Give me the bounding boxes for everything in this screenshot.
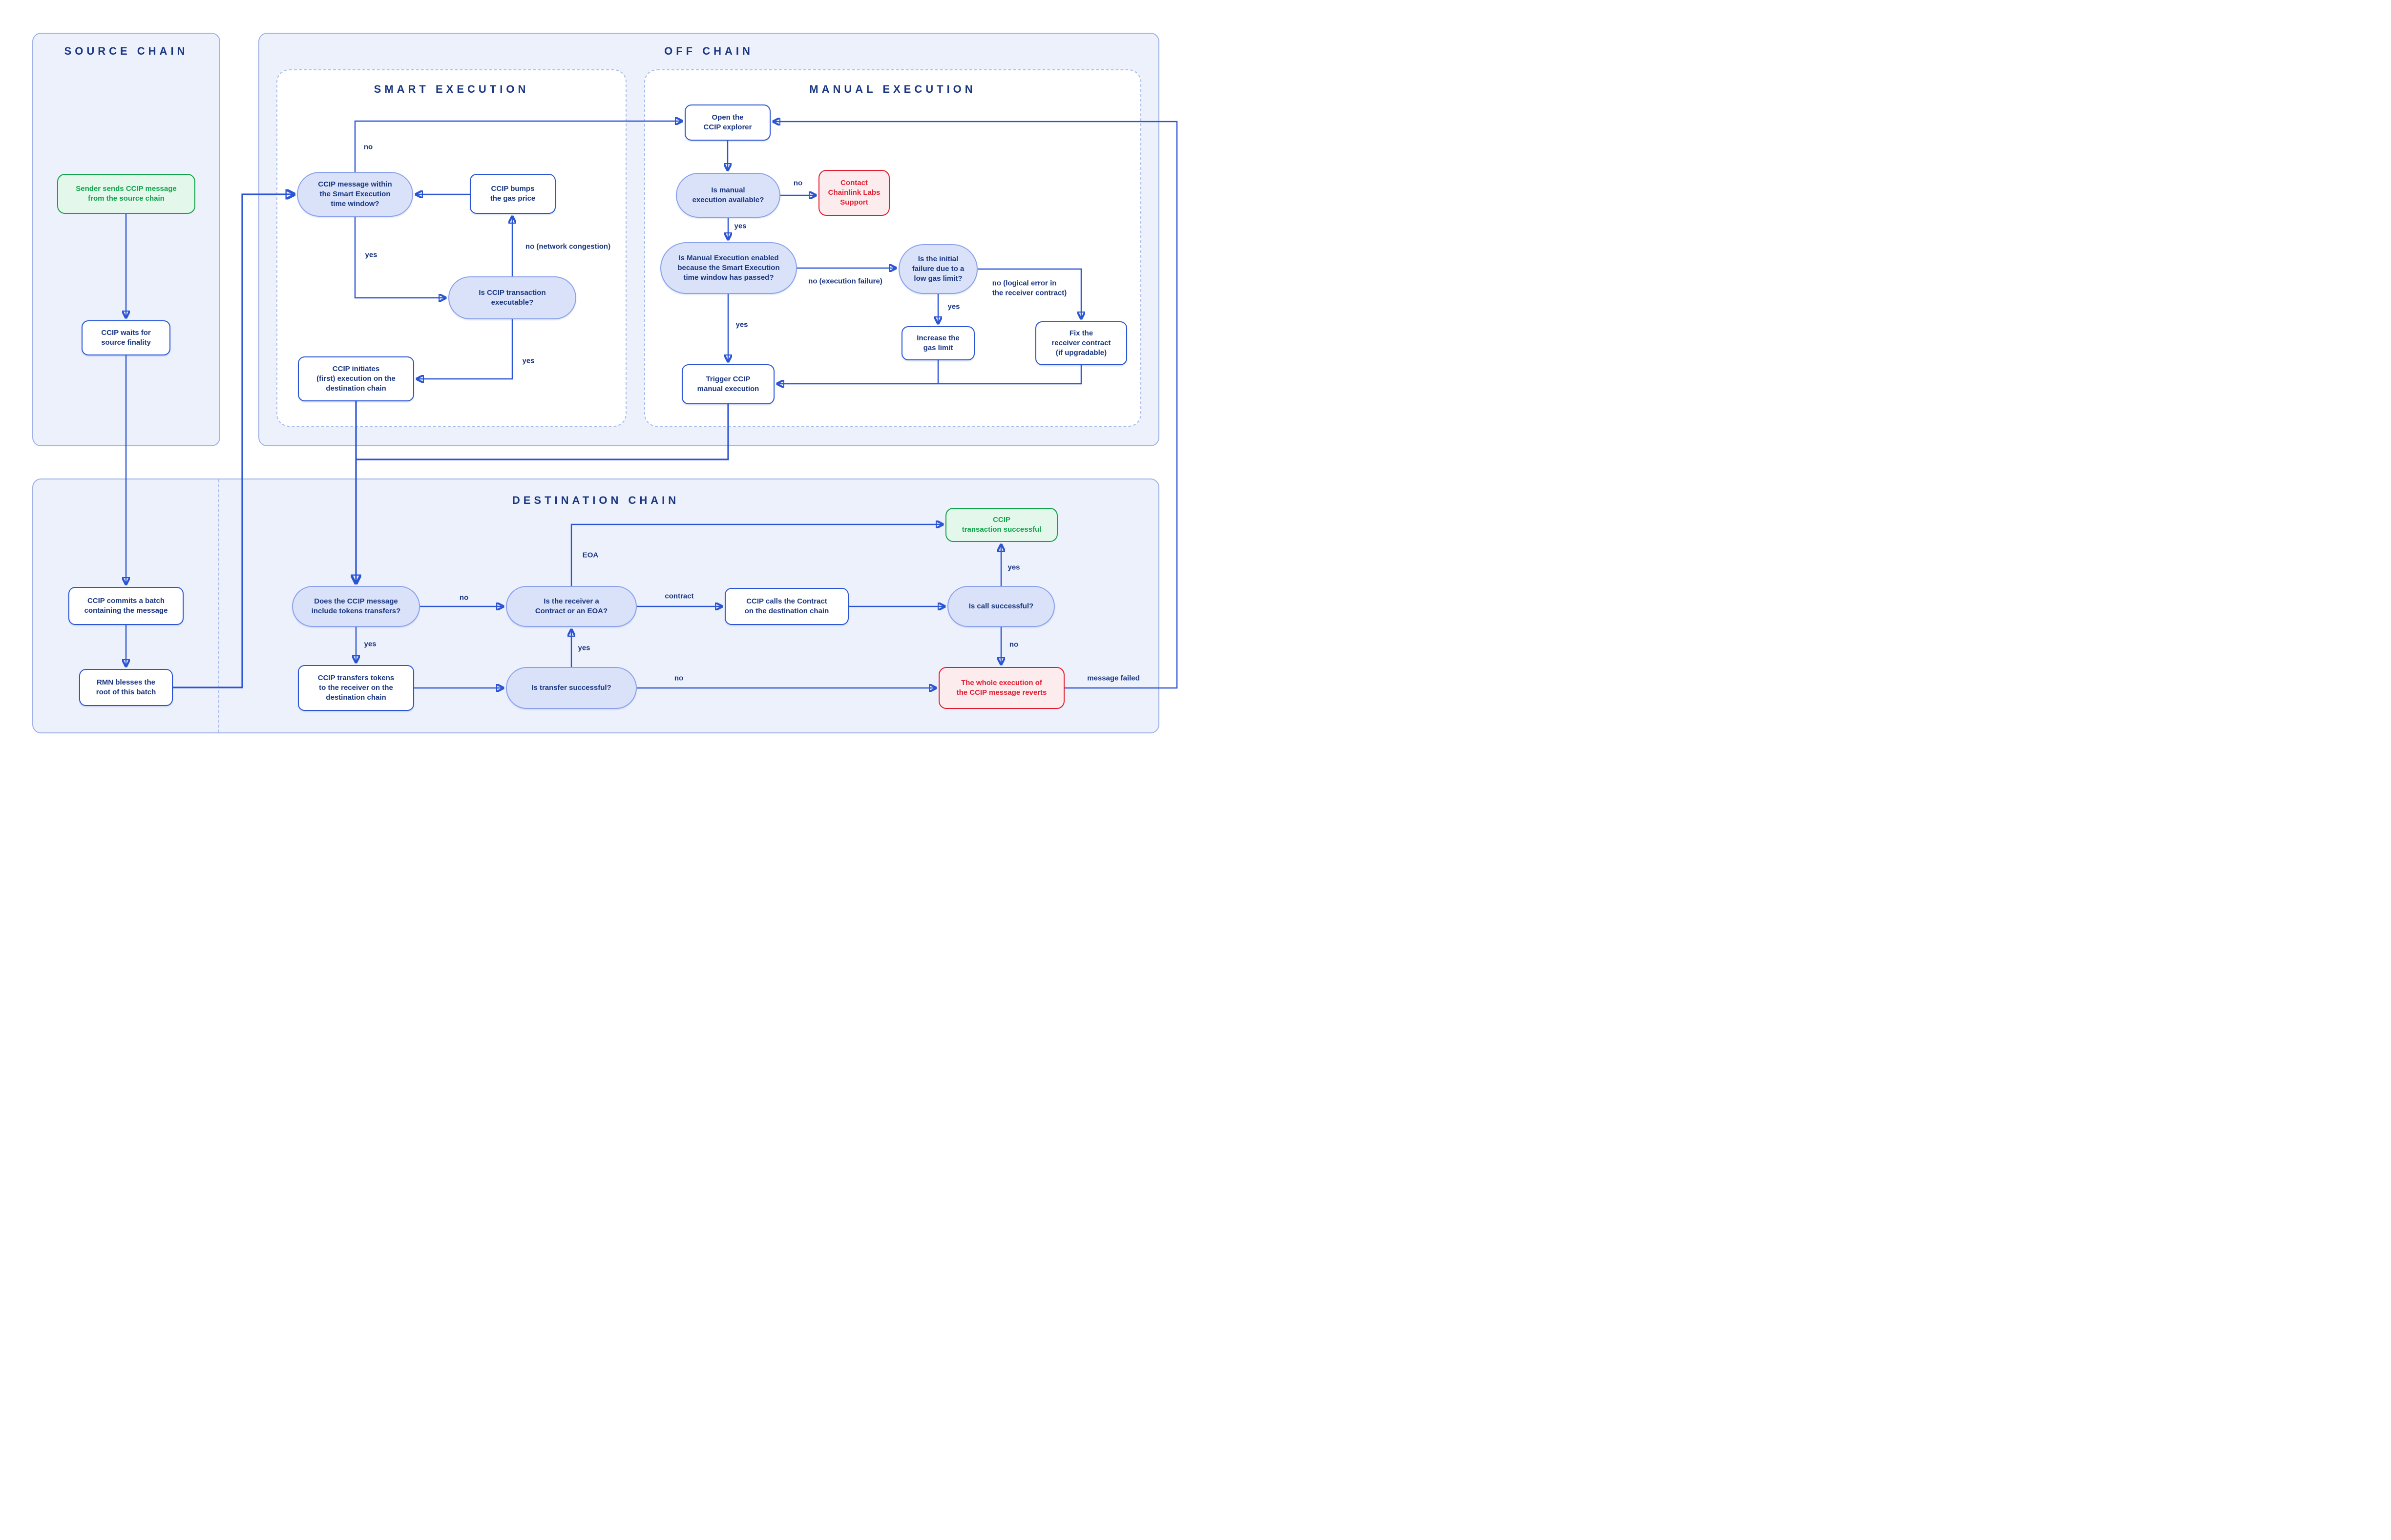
flowchart-canvas: SOURCE CHAIN OFF CHAIN SMART EXECUTION M…: [0, 0, 1196, 770]
node-transfer-successful-question: Is transfer successful?: [506, 667, 637, 709]
edge-label-eoa: EOA: [582, 551, 599, 560]
node-manual-available-question: Is manual execution available?: [676, 173, 780, 218]
off-chain-title: OFF CHAIN: [664, 45, 754, 57]
node-fix-receiver-contract: Fix the receiver contract (if upgradable…: [1035, 321, 1127, 365]
manual-execution-title: MANUAL EXECUTION: [809, 83, 976, 95]
node-increase-gas-limit: Increase the gas limit: [902, 326, 975, 360]
section-source-chain: [32, 33, 220, 446]
edge-label-no-logical-error: no (logical error in the receiver contra…: [992, 279, 1067, 297]
edge-label-message-failed: message failed: [1087, 674, 1140, 683]
node-manual-enabled-question: Is Manual Execution enabled because the …: [660, 242, 797, 294]
node-rmn-blesses-root: RMN blesses the root of this batch: [79, 669, 173, 706]
edge-label-yes-transfer: yes: [578, 644, 590, 652]
node-trigger-manual-execution: Trigger CCIP manual execution: [682, 364, 775, 404]
node-smart-window-question: CCIP message within the Smart Execution …: [297, 172, 413, 217]
edge-label-no-call: no: [1009, 640, 1019, 649]
edge-label-yes-enabled: yes: [735, 320, 748, 329]
node-commits-batch: CCIP commits a batch containing the mess…: [68, 587, 184, 625]
node-initiates-execution: CCIP initiates (first) execution on the …: [298, 356, 414, 401]
edge-label-yes-executable: yes: [522, 356, 535, 365]
edge-label-no-does: no: [459, 593, 469, 602]
source-chain-title: SOURCE CHAIN: [64, 45, 189, 57]
edge-label-yes-smart: yes: [365, 250, 378, 259]
edge-label-yes-call: yes: [1007, 563, 1020, 572]
node-execution-reverts: The whole execution of the CCIP message …: [939, 667, 1065, 709]
smart-execution-title: SMART EXECUTION: [374, 83, 529, 95]
edge-label-yes-does: yes: [364, 640, 377, 648]
node-contact-chainlink-support: Contact Chainlink Labs Support: [818, 170, 890, 216]
node-sender-sends-message: Sender sends CCIP message from the sourc…: [57, 174, 195, 214]
destination-left-divider: [218, 479, 219, 732]
edge-label-no-congestion: no (network congestion): [525, 242, 611, 251]
node-low-gas-limit-question: Is the initial failure due to a low gas …: [899, 244, 978, 294]
edge-label-no-smart: no: [363, 143, 373, 151]
node-tokens-transfers-question: Does the CCIP message include tokens tra…: [292, 586, 420, 627]
node-calls-contract: CCIP calls the Contract on the destinati…: [725, 588, 849, 625]
node-transaction-successful: CCIP transaction successful: [945, 508, 1058, 542]
edge-label-no-transfer: no: [674, 674, 684, 683]
edge-label-yes-lowgas: yes: [947, 302, 960, 311]
node-bumps-gas-price: CCIP bumps the gas price: [470, 174, 556, 214]
node-transaction-executable-question: Is CCIP transaction executable?: [448, 276, 576, 319]
node-call-successful-question: Is call successful?: [947, 586, 1055, 627]
edge-label-yes-manual: yes: [734, 222, 747, 230]
edge-label-no-manual: no: [793, 179, 803, 187]
node-waits-source-finality: CCIP waits for source finality: [82, 320, 170, 355]
node-transfers-tokens: CCIP transfers tokens to the receiver on…: [298, 665, 414, 711]
edge-label-no-exec-failure: no (execution failure): [808, 277, 882, 286]
node-open-ccip-explorer: Open the CCIP explorer: [685, 104, 771, 141]
node-receiver-type-question: Is the receiver a Contract or an EOA?: [506, 586, 637, 627]
destination-chain-title: DESTINATION CHAIN: [512, 494, 680, 506]
edge-label-contract: contract: [665, 592, 694, 601]
